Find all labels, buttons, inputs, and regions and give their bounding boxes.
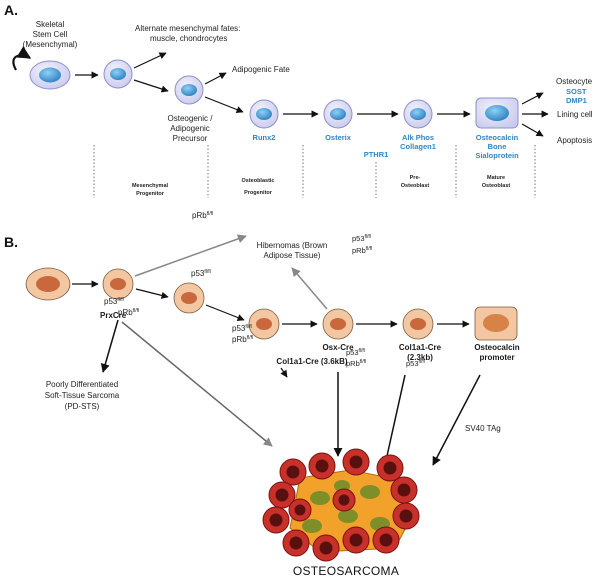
arrow-prx-to-osteosarcoma	[121, 321, 273, 447]
osteocyte-label: Osteocyte	[556, 77, 593, 86]
col1a1-23-label-2: (2.3kb)	[407, 353, 433, 362]
osx-cre-label: Osx-Cre	[322, 343, 354, 352]
panel-b-label: B.	[4, 234, 18, 250]
precursor-label-1: Osteogenic /	[168, 114, 214, 123]
osx-cre-cell	[322, 308, 354, 340]
arrow-to-osteocyte	[521, 92, 544, 105]
arrow-prx-to-pd-sts	[100, 319, 119, 373]
osteocalcin-promoter-label-1: Osteocalcin	[474, 343, 519, 352]
arrow-b-precursor-to-osteoblastic	[205, 304, 245, 321]
marker-osterix: Osterix	[325, 133, 352, 142]
arrow-osx-to-hibernomas	[291, 267, 328, 310]
marker-pthr1: PTHR1	[364, 150, 389, 159]
arrow-osteocalcin-to-osteosarcoma	[432, 374, 481, 466]
precursor-label-3: Precursor	[173, 134, 208, 143]
sv40-label: SV40 TAg	[465, 424, 501, 433]
marker-runx2: Runx2	[253, 133, 276, 142]
marker-osteocalcin: Osteocalcin	[476, 133, 519, 142]
osteosarcoma-label: OSTEOSARCOMA	[293, 564, 399, 578]
stage-mesenchymal-2: Progenitor	[136, 191, 165, 197]
marker-alk-phos: Alk Phos	[402, 133, 434, 142]
prx-prb-label: pRbfl/fl	[118, 308, 139, 317]
pre-osteoblast-cell	[403, 99, 433, 129]
stage-mature-2: Osteoblast	[482, 183, 511, 189]
osx-p53-label: p53fl/fl	[346, 348, 365, 357]
runx2-cell	[249, 99, 279, 129]
p53-right-label: p53fl/fl	[352, 234, 371, 243]
prb-right-label: pRbfl/fl	[352, 246, 372, 255]
col1a1-cre-cell	[402, 308, 434, 340]
pd-sts-label-2: Soft-Tissue Sarcoma	[45, 391, 120, 400]
prx-p53-label: p53fl/fl	[104, 297, 124, 306]
stage-osteoblastic-2: Progenitor	[244, 190, 273, 196]
hibernomas-label-1: Hibernomas (Brown	[257, 241, 328, 250]
stage-pre-osteoblast-1: Pre-	[410, 175, 421, 181]
marker-dmp1: DMP1	[566, 96, 587, 105]
prb-top-label: pRbfl/fl	[192, 211, 213, 220]
progenitor-cell	[103, 59, 133, 89]
precursor-p53-label: p53fl/fl	[191, 269, 211, 278]
precursor-cell-b	[173, 282, 205, 314]
osteoblastic-prb-label: pRbfl/fl	[232, 335, 253, 344]
pd-sts-label-3: (PD-STS)	[65, 402, 100, 411]
marker-sost: SOST	[566, 87, 587, 96]
stem-cell-label-2: Stem Cell	[33, 30, 68, 39]
mesenchymal-cell-b	[25, 267, 71, 301]
self-renewal-arrow	[12, 46, 32, 71]
arrow-to-apoptosis	[521, 123, 544, 137]
precursor-label-2: Adipogenic	[170, 124, 210, 133]
osteoblastic-p53-label: p53fl/fl	[232, 324, 252, 333]
stem-cell-label-1: Skeletal	[36, 20, 65, 29]
arrow-to-runx2	[204, 96, 244, 113]
prx-cre-label: PrxCre	[100, 311, 127, 320]
col1a1-36-label: Col1a1-Cre (3.6kB)	[276, 357, 347, 366]
col1a1-23-label-1: Col1a1-Cre	[399, 343, 442, 352]
col1a1-p53-label: p53fl/fl	[406, 359, 425, 368]
marker-sialoprotein: Sialoprotein	[475, 151, 519, 160]
precursor-cell	[174, 75, 204, 105]
osteoblastic-cell-b	[248, 308, 280, 340]
stage-mesenchymal-1: Mesenchymal	[132, 183, 169, 189]
prx-cre-cell	[102, 268, 134, 300]
alternate-fates-label-1: Alternate mesenchymal fates:	[135, 24, 240, 33]
osteocalcin-cell	[474, 306, 518, 341]
stage-osteoblastic-1: Osteoblastic	[241, 178, 274, 184]
arrow-to-alternate-fates	[133, 52, 167, 69]
stage-mature-1: Mature	[487, 175, 505, 181]
osteocalcin-promoter-label-2: promoter	[479, 353, 514, 362]
arrow-to-adipogenic	[204, 72, 227, 85]
osteosarcoma-cluster	[262, 448, 420, 562]
alternate-fates-label-2: muscle, chondrocytes	[150, 34, 227, 43]
stem-cell-label-3: (Mesenchymal)	[23, 40, 78, 49]
apoptosis-label: Apoptosis	[557, 136, 592, 145]
stage-pre-osteoblast-2: Osteoblast	[401, 183, 430, 189]
mature-osteoblast-cell	[475, 97, 519, 129]
adipogenic-fate-label: Adipogenic Fate	[232, 65, 290, 74]
marker-bone: Bone	[488, 142, 507, 151]
hibernomas-label-2: Adipose Tissue)	[264, 251, 321, 260]
panel-a-label: A.	[4, 2, 18, 18]
lining-cell-label: Lining cell	[557, 110, 593, 119]
marker-collagen1: Collagen1	[400, 142, 436, 151]
arrow-col1a1-36-small	[280, 367, 288, 378]
arrow-prx-to-hibernomas	[134, 234, 247, 277]
osx-prb-label: pRbfl/fl	[346, 359, 366, 368]
arrow-to-precursor	[133, 79, 169, 93]
stem-cell	[29, 60, 71, 90]
arrow-b-prx-to-precursor	[135, 288, 169, 299]
pd-sts-label-1: Poorly Differentiated	[46, 380, 118, 389]
osterix-cell	[323, 99, 353, 129]
arrow-col1a1-to-osteosarcoma	[382, 374, 406, 466]
